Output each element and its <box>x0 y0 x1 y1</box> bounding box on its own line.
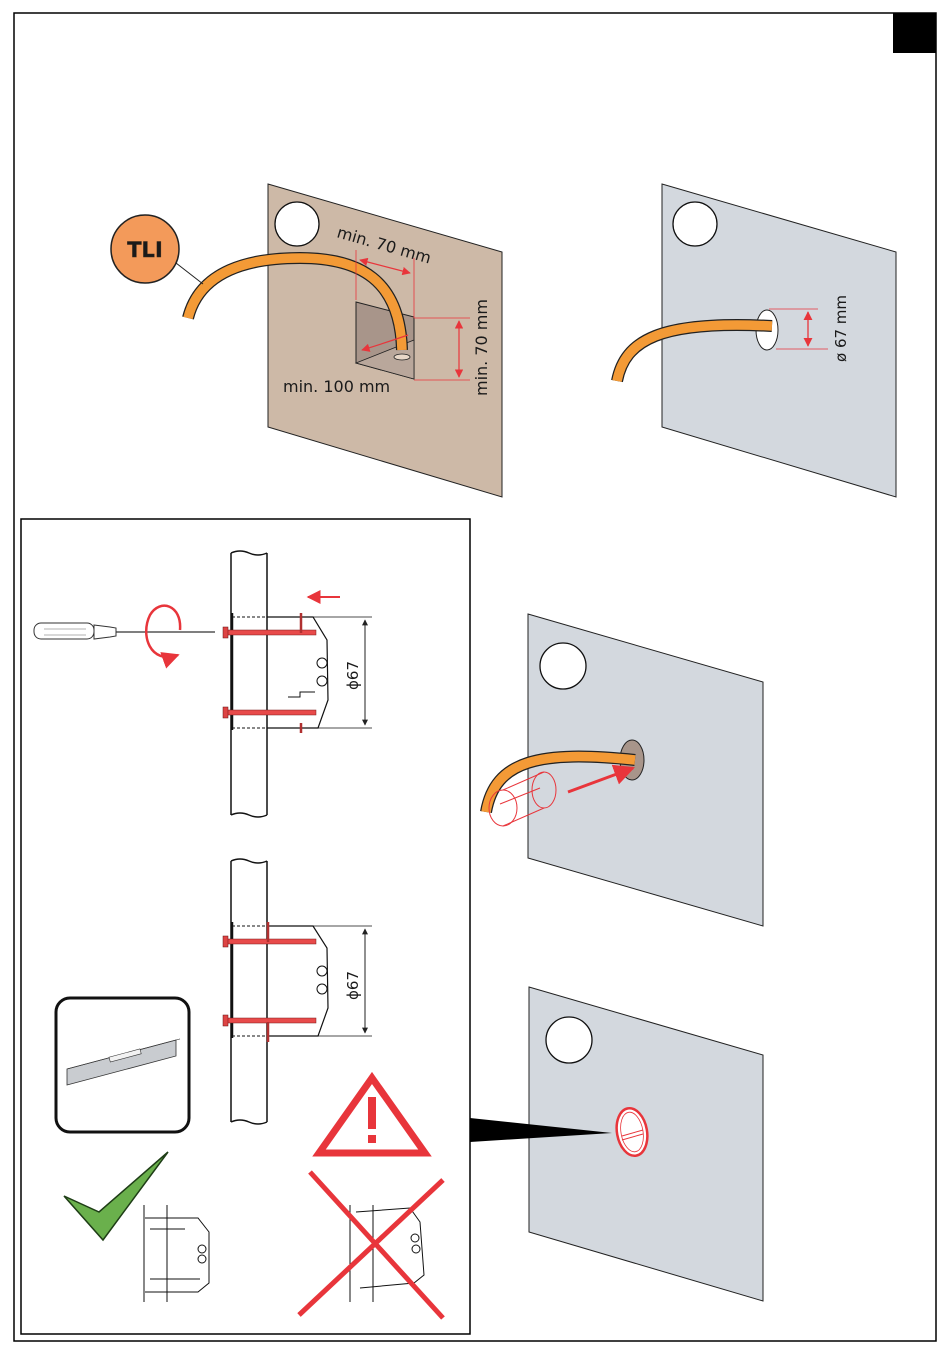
step4-illustration <box>470 987 763 1301</box>
step-number-circle <box>540 643 586 689</box>
screw <box>225 939 316 944</box>
screw <box>225 1018 316 1023</box>
step2-illustration: ø 67 mm <box>617 184 896 497</box>
screw <box>225 630 316 635</box>
step-number-circle <box>673 202 717 246</box>
spirit-level-icon <box>56 998 189 1132</box>
screw <box>225 710 316 715</box>
step3-illustration <box>486 614 763 926</box>
dim-diameter-label: ø 67 mm <box>832 295 850 362</box>
step-number-circle <box>275 202 319 246</box>
step-number-circle <box>546 1017 592 1063</box>
dim-diameter-label: ϕ67 <box>344 971 362 1000</box>
dim-depth-label: min. 100 mm <box>283 377 390 396</box>
step1-illustration: TLI min. 70 mm min. 70 mm min. 100 mm <box>111 184 502 497</box>
section-tab-marker <box>893 13 936 53</box>
badge-leader-line <box>176 263 203 284</box>
dim-height-label: min. 70 mm <box>472 299 491 396</box>
tli-badge-label: TLI <box>127 238 163 262</box>
dim-diameter-label: ϕ67 <box>344 661 362 690</box>
